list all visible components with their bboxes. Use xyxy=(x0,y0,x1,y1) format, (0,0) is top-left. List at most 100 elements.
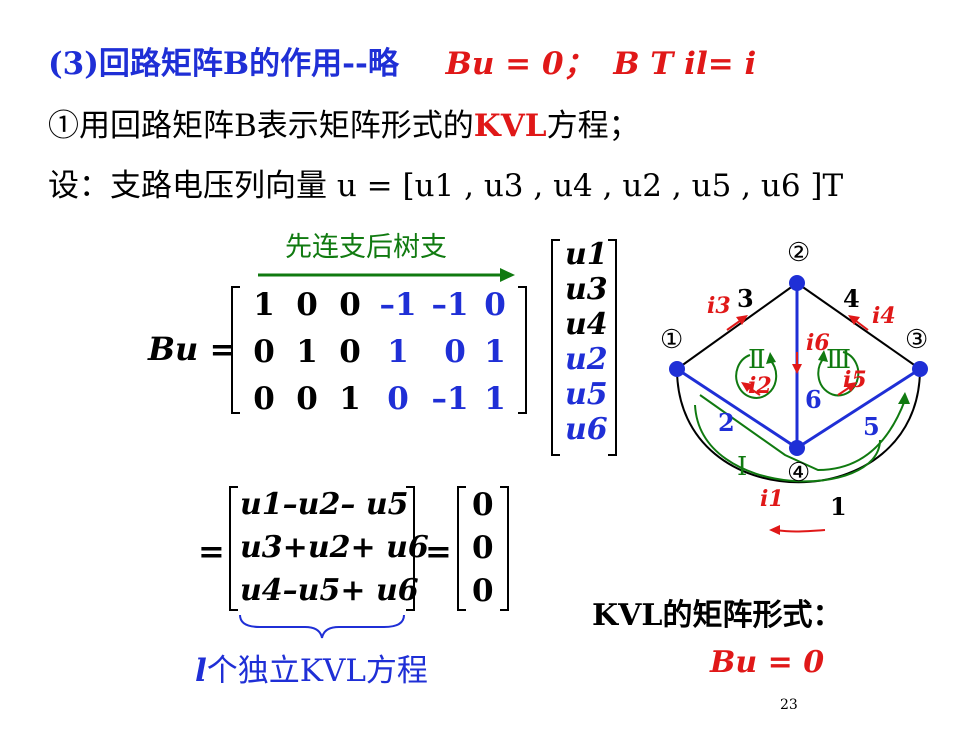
branch-4-edge xyxy=(796,282,921,370)
node-2 xyxy=(789,275,805,291)
node-1-label: ① xyxy=(660,325,684,355)
branch-5-edge xyxy=(796,367,921,450)
loop-3-arrow-icon xyxy=(818,350,828,362)
matrix-b-cell: –1 xyxy=(379,287,417,323)
current-i5-arrow-icon xyxy=(845,382,857,392)
matrix-b-cell: 0 xyxy=(484,287,506,323)
equation-bu: Bu = 0； xyxy=(445,46,595,82)
current-i1-label: i1 xyxy=(760,486,784,512)
current-i6-label: i6 xyxy=(806,330,830,356)
branch-2-label: 2 xyxy=(718,408,735,437)
current-i2-label: i2 xyxy=(748,373,772,399)
matrix-b-cell: 1 xyxy=(253,287,275,323)
current-i3-arrow-icon xyxy=(736,315,748,325)
loop-1-lower-arc xyxy=(694,404,881,483)
zero-entry: 0 xyxy=(472,573,494,609)
current-i1-arrow-icon xyxy=(769,525,780,535)
zeros-left-bracket xyxy=(457,486,466,611)
node-3-label: ③ xyxy=(905,325,929,355)
zero-entry: 0 xyxy=(472,487,494,523)
u-vector-entry: u4 xyxy=(565,307,608,342)
result-right-bracket xyxy=(406,486,415,611)
equals-sign: = xyxy=(198,532,225,570)
current-i5-label: i5 xyxy=(843,367,867,393)
branch-3-label: 3 xyxy=(737,284,754,313)
loop-3-arc xyxy=(817,351,860,397)
loop-2-arrow-icon xyxy=(766,352,776,364)
matrix-b-right-bracket xyxy=(518,286,527,414)
loop-3-label: Ⅲ xyxy=(826,345,852,375)
statement-text-end: 方程； xyxy=(546,108,640,144)
bu-zero-equation: Bu = 0 xyxy=(710,645,825,680)
branch-2-edge xyxy=(676,367,798,450)
section-title: 回路矩阵B的作用--略 xyxy=(98,46,399,82)
node-4 xyxy=(789,440,805,456)
current-i1-arrow xyxy=(774,529,826,533)
result-left-bracket xyxy=(229,486,238,611)
matrix-b-cell: 0 xyxy=(339,287,361,323)
l-symbol: l xyxy=(195,653,207,689)
current-i2-arrow-icon xyxy=(741,382,753,392)
loop-2-arc xyxy=(735,354,778,399)
matrix-b-cell: 0 xyxy=(387,381,409,417)
matrix-b-cell: 0 xyxy=(253,381,275,417)
branch-3-edge xyxy=(676,282,798,370)
independent-kvl-label: l个独立KVL方程 xyxy=(195,645,428,690)
matrix-b-cell: 0 xyxy=(296,287,318,323)
matrix-b-cell: 1 xyxy=(339,381,361,417)
matrix-b-cell: 1 xyxy=(296,334,318,370)
page-number: 23 xyxy=(780,697,798,713)
matrix-b-cell: 0 xyxy=(296,381,318,417)
matrix-b-cell: 1 xyxy=(484,334,506,370)
matrix-b-left-bracket xyxy=(231,286,240,414)
u-vector-left-bracket xyxy=(551,239,560,456)
bu-equals-label: Bu = xyxy=(148,330,237,368)
current-i4-label: i4 xyxy=(872,303,896,329)
current-i4-arrow-icon xyxy=(848,315,860,325)
u-vector-entry: u3 xyxy=(565,272,608,307)
current-i6-arrow-icon xyxy=(792,364,802,374)
u-vector-entry: u1 xyxy=(565,237,608,272)
matrix-b-cell: 0 xyxy=(444,334,466,370)
result-row: u4–u5+ u6 xyxy=(240,573,419,608)
section-header: (3)回路矩阵B的作用--略 Bu = 0； B T il= i xyxy=(48,38,756,83)
underbrace xyxy=(239,614,405,639)
branch-1-label: 1 xyxy=(830,492,847,521)
matrix-b-cell: 0 xyxy=(253,334,275,370)
u-vector-entry: u2 xyxy=(565,342,608,377)
node-2-label: ② xyxy=(787,238,811,268)
independent-kvl-text: 个独立KVL方程 xyxy=(206,653,428,689)
loop-1-label: Ⅰ xyxy=(737,452,748,482)
arrow-head-icon xyxy=(500,268,515,282)
loop-2-label: Ⅱ xyxy=(748,345,766,375)
result-row: u1–u2– u5 xyxy=(240,487,409,522)
node-4-label: ④ xyxy=(787,458,811,488)
node-1 xyxy=(669,361,685,377)
u-vector-entry: u6 xyxy=(565,412,608,447)
statement-text-start: ①用回路矩阵B表示矩阵形式的 xyxy=(48,108,474,144)
vector-definition: 设：支路电压列向量 u = [u1 , u3 , u4 , u2 , u5 , … xyxy=(48,168,844,204)
kvl-matrix-form-label: KVL的矩阵形式： xyxy=(592,598,843,633)
matrix-b-cell: –1 xyxy=(431,287,469,323)
matrix-b-cell: 1 xyxy=(387,334,409,370)
branch-4-label: 4 xyxy=(843,284,860,313)
result-row: u3+u2+ u6 xyxy=(240,530,429,565)
branch-6-label: 6 xyxy=(805,385,822,414)
loop-1-arrow-icon xyxy=(898,392,910,404)
zero-entry: 0 xyxy=(472,530,494,566)
statement-kvl: KVL xyxy=(473,108,547,144)
u-vector-right-bracket xyxy=(608,239,617,456)
network-graph xyxy=(669,275,928,535)
branch-5-label: 5 xyxy=(863,412,880,441)
matrix-b-cell: 1 xyxy=(484,381,506,417)
current-i3-label: i3 xyxy=(707,293,731,319)
zeros-right-bracket xyxy=(500,486,509,611)
loop-1-arc xyxy=(699,394,906,472)
equation-bt: B T il= i xyxy=(613,46,757,82)
statement-line: ①用回路矩阵B表示矩阵形式的KVL方程； xyxy=(48,100,640,145)
arrow-label: 先连支后树支 xyxy=(285,232,447,263)
matrix-b-cell: –1 xyxy=(431,381,469,417)
matrix-b-cell: 0 xyxy=(339,334,361,370)
section-prefix: (3) xyxy=(48,46,99,82)
